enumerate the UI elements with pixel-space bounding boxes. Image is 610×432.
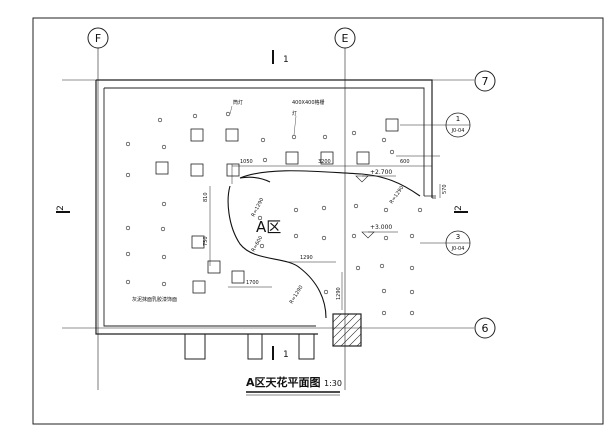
dim-600: 600 xyxy=(400,159,410,165)
column-stubs xyxy=(184,334,315,360)
axis-bubble-6: 6 xyxy=(474,317,496,339)
axis-label-7: 7 xyxy=(482,75,489,88)
axis-bubble-F: F xyxy=(87,27,109,49)
elevation-marker-upper: +2.700 xyxy=(355,169,396,183)
note-lamp: 灯 xyxy=(292,110,297,117)
detail-3-number: 3 xyxy=(456,233,460,241)
section-mark-bottom: 1 xyxy=(272,346,289,360)
elevation-lower: +3.000 xyxy=(370,224,392,231)
dim-3200: 3200 xyxy=(318,159,331,165)
section-label-left: 2 xyxy=(56,205,66,211)
section-label-right: 2 xyxy=(454,205,464,211)
dim-750: 750 xyxy=(203,236,209,246)
inner-wall xyxy=(103,87,425,327)
section-mark-right: 2 xyxy=(454,205,468,213)
radius-1290-c: R=1290 xyxy=(289,285,305,305)
right-wall-lower xyxy=(424,195,436,199)
detail-callout-3: 3 J0-04 xyxy=(420,230,471,256)
axis-bubble-7: 7 xyxy=(474,70,496,92)
detail-3-ref: J0-04 xyxy=(451,246,465,252)
dim-810: 810 xyxy=(203,192,209,202)
axis-bubble-E: E xyxy=(334,27,356,49)
section-label-bottom: 1 xyxy=(283,350,289,360)
note-finish: 灰泥抹面乳胶漆饰面 xyxy=(132,296,177,303)
drawing-frame xyxy=(32,17,604,425)
detail-1-number: 1 xyxy=(456,115,460,123)
section-mark-top: 1 xyxy=(272,50,289,65)
dim-1700: 1700 xyxy=(246,280,259,286)
ceiling-panels xyxy=(155,118,399,294)
elevation-marker-lower: +3.000 xyxy=(361,224,398,239)
radius-1290-a: R=1290 xyxy=(250,197,265,218)
radius-1290-b: R=1290 xyxy=(389,185,406,205)
elevation-upper: +2.700 xyxy=(370,169,392,176)
dim-1290-vertical: 1290 xyxy=(336,287,342,300)
note-downlight: 筒灯 xyxy=(233,99,243,106)
axis-label-6: 6 xyxy=(482,322,489,335)
dim-570: 570 xyxy=(442,184,448,194)
axis-label-F: F xyxy=(95,32,101,45)
dim-1050: 1050 xyxy=(240,159,253,165)
drawing-scale: 1:30 xyxy=(324,379,342,388)
zone-label: A区 xyxy=(256,218,281,236)
detail-1-ref: J0-04 xyxy=(451,128,465,134)
drawing-title: A区天花平面图 xyxy=(246,375,321,389)
dimension-lines xyxy=(209,155,441,310)
hatched-column xyxy=(332,313,362,347)
note-grille-panel: 400X400格栅 xyxy=(292,99,325,106)
axis-lines xyxy=(62,48,474,390)
downlights xyxy=(125,111,423,316)
axis-label-E: E xyxy=(342,32,349,45)
outer-wall xyxy=(95,79,433,335)
section-label-top: 1 xyxy=(283,55,289,65)
section-mark-left: 2 xyxy=(56,205,70,213)
curved-ceiling-outline xyxy=(227,170,421,319)
detail-callout-1: 1 J0-04 xyxy=(400,112,471,138)
dim-1290: 1290 xyxy=(300,255,313,261)
